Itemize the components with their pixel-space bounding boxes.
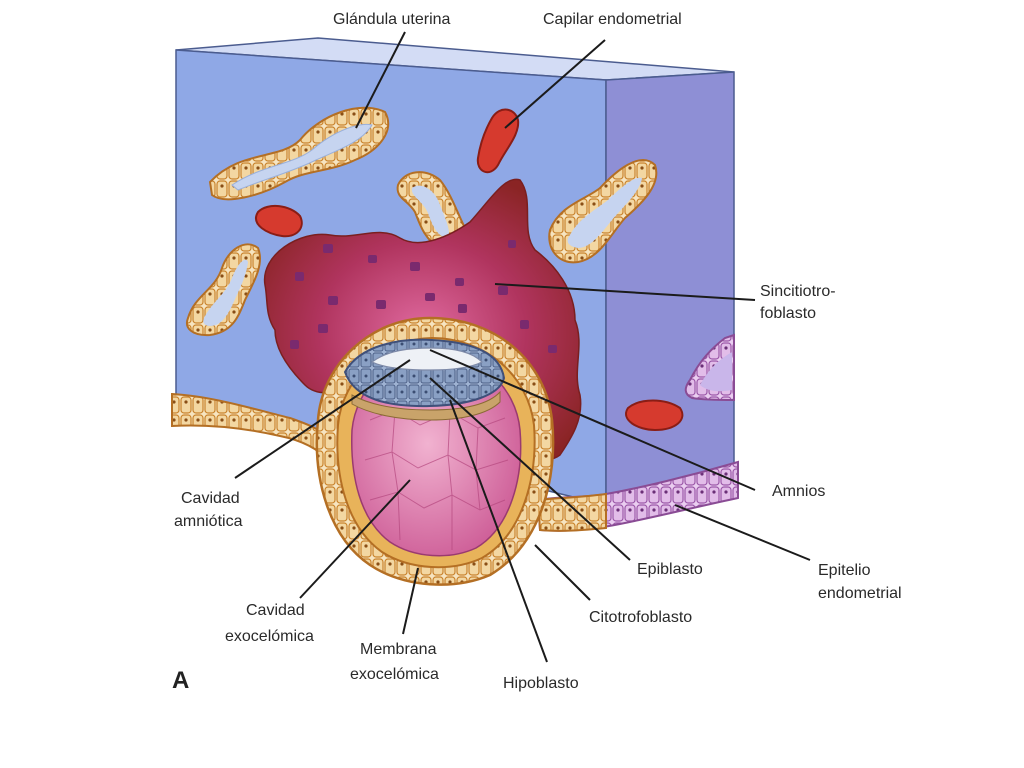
label-cavidad-exocelomica-line2: exocelómica	[225, 628, 314, 645]
label-cavidad-exocelomica-line1: Cavidad	[246, 602, 305, 619]
capillary	[255, 204, 303, 238]
blastocyst	[315, 316, 555, 586]
amniotic-cavity	[370, 347, 484, 371]
label-glandula-uterina: Glándula uterina	[333, 11, 451, 28]
label-citotrofoblasto: Citotrofoblasto	[589, 609, 692, 626]
label-hipoblasto: Hipoblasto	[503, 675, 579, 692]
syncytio-nuclei	[290, 240, 557, 392]
label-epitelio-endometrial-line2: endometrial	[818, 585, 902, 602]
label-cavidad-amniotica-line1: Cavidad	[181, 490, 240, 507]
label-epiblasto: Epiblasto	[637, 561, 703, 578]
hypoblast	[351, 390, 501, 421]
label-amnios: Amnios	[772, 483, 825, 500]
leader-lines	[234, 31, 811, 663]
label-membrana-exocelomica-line1: Membrana	[360, 641, 437, 658]
figure-letter: A	[172, 667, 189, 694]
capillary	[625, 399, 684, 432]
label-capilar-endometrial: Capilar endometrial	[543, 11, 682, 28]
label-cavidad-amniotica-line2: amniótica	[174, 513, 243, 530]
labels: Glándula uterina Capilar endometrial Sin…	[172, 11, 902, 694]
endometrium-side-face	[605, 71, 735, 506]
cavity-cell-texture	[364, 409, 509, 550]
label-epitelio-endometrial-line1: Epitelio	[818, 562, 871, 579]
label-sincitiotrofoblasto-line2: foblasto	[760, 305, 816, 322]
label-membrana-exocelomica-line2: exocelómica	[350, 666, 439, 683]
uterine-glands	[186, 106, 735, 402]
label-sincitiotrofoblasto-line1: Sincitiotro-	[760, 283, 836, 300]
